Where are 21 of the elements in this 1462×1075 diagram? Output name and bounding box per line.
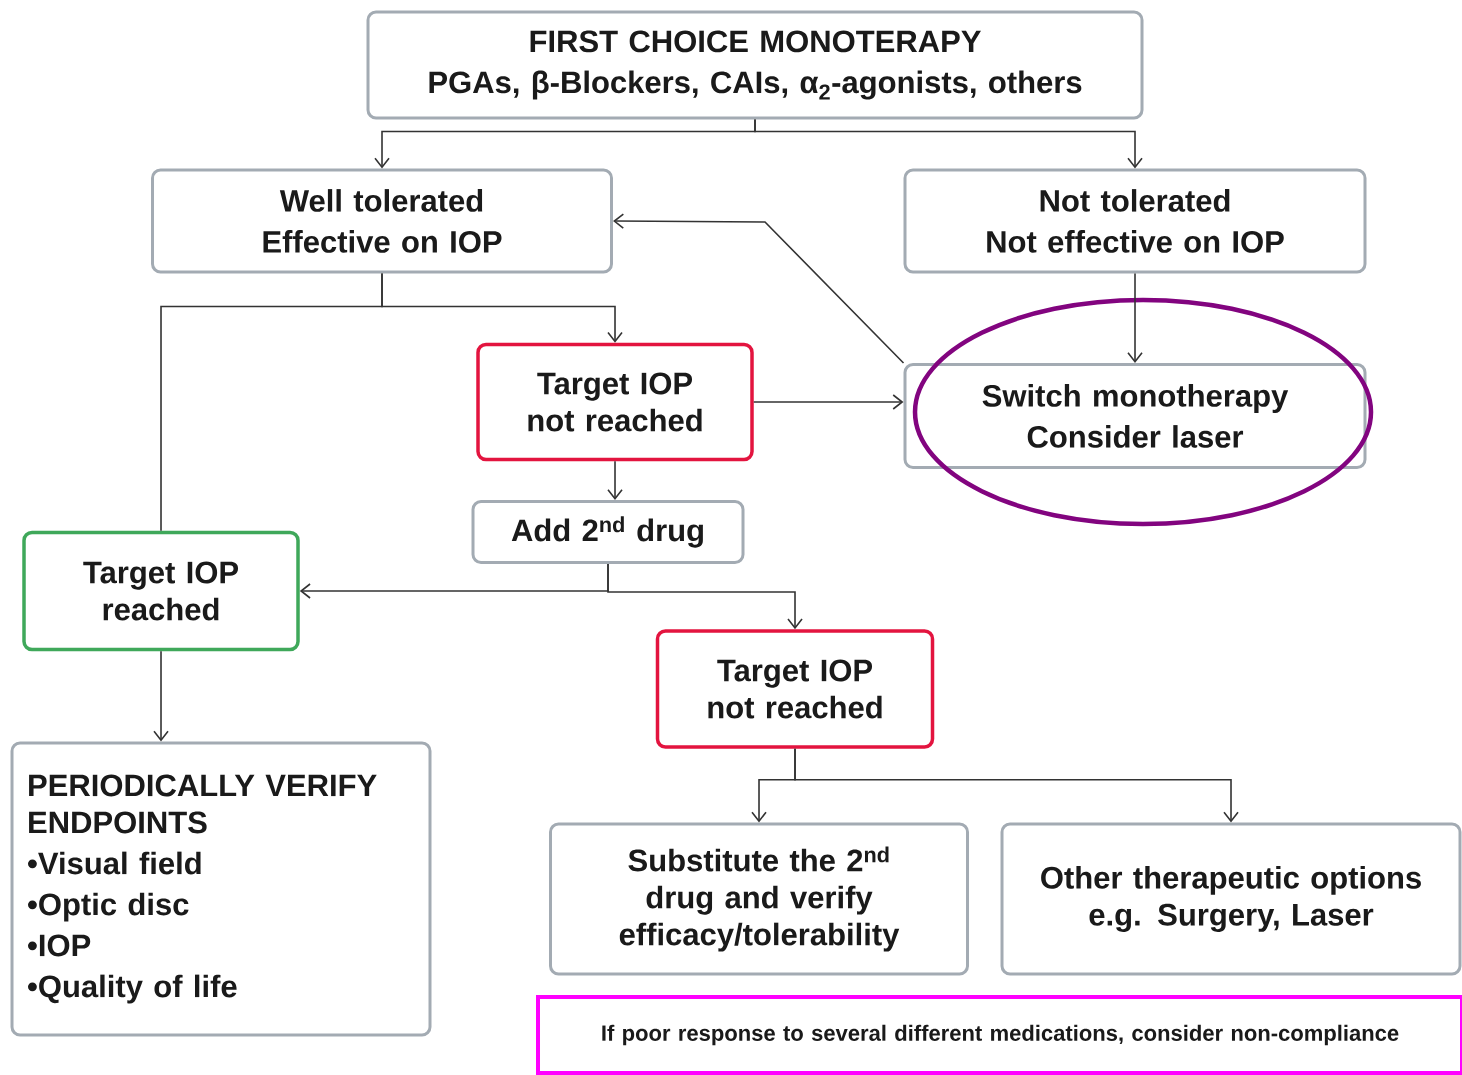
arrow [754,118,1143,169]
process-box: Switch monotherapy Consider laser [903,363,1367,469]
process-box: Target IOP reached [22,530,300,652]
arrow [607,563,803,630]
arrow [381,272,623,343]
arrow [794,747,1239,823]
process-box: Add 2$^{nd}$ drug [471,500,745,564]
process-box: Substitute the 2$^{nd}$ drug and verify efficacy/tolerability [549,822,969,976]
process-box: PERIODICALLY VERIFY ENDPOINTS •Visual field •Optic disc •IOP •Quality of life [10,741,432,1037]
arrow [752,394,904,410]
process-box: Target IOP not reached [655,629,935,749]
process-box: Other therapeutic options e.g. Surgery, Laser [1000,822,1462,976]
process-box: Well tolerated Effective on IOP [151,168,613,274]
process-box: Not tolerated Not effective on IOP [903,168,1367,274]
arrow [1127,272,1143,363]
note-box: If poor response to several different medications, consider non-compliance [536,995,1462,1075]
arrow [613,213,905,364]
process-box: FIRST CHOICE MONOTERAPY PGAs, β-Blockers, CAIs, α$_{2}$-agonists, others [366,10,1144,120]
process-box: Target IOP not reached [476,342,754,462]
arrow [607,460,623,500]
arrow [153,650,169,742]
